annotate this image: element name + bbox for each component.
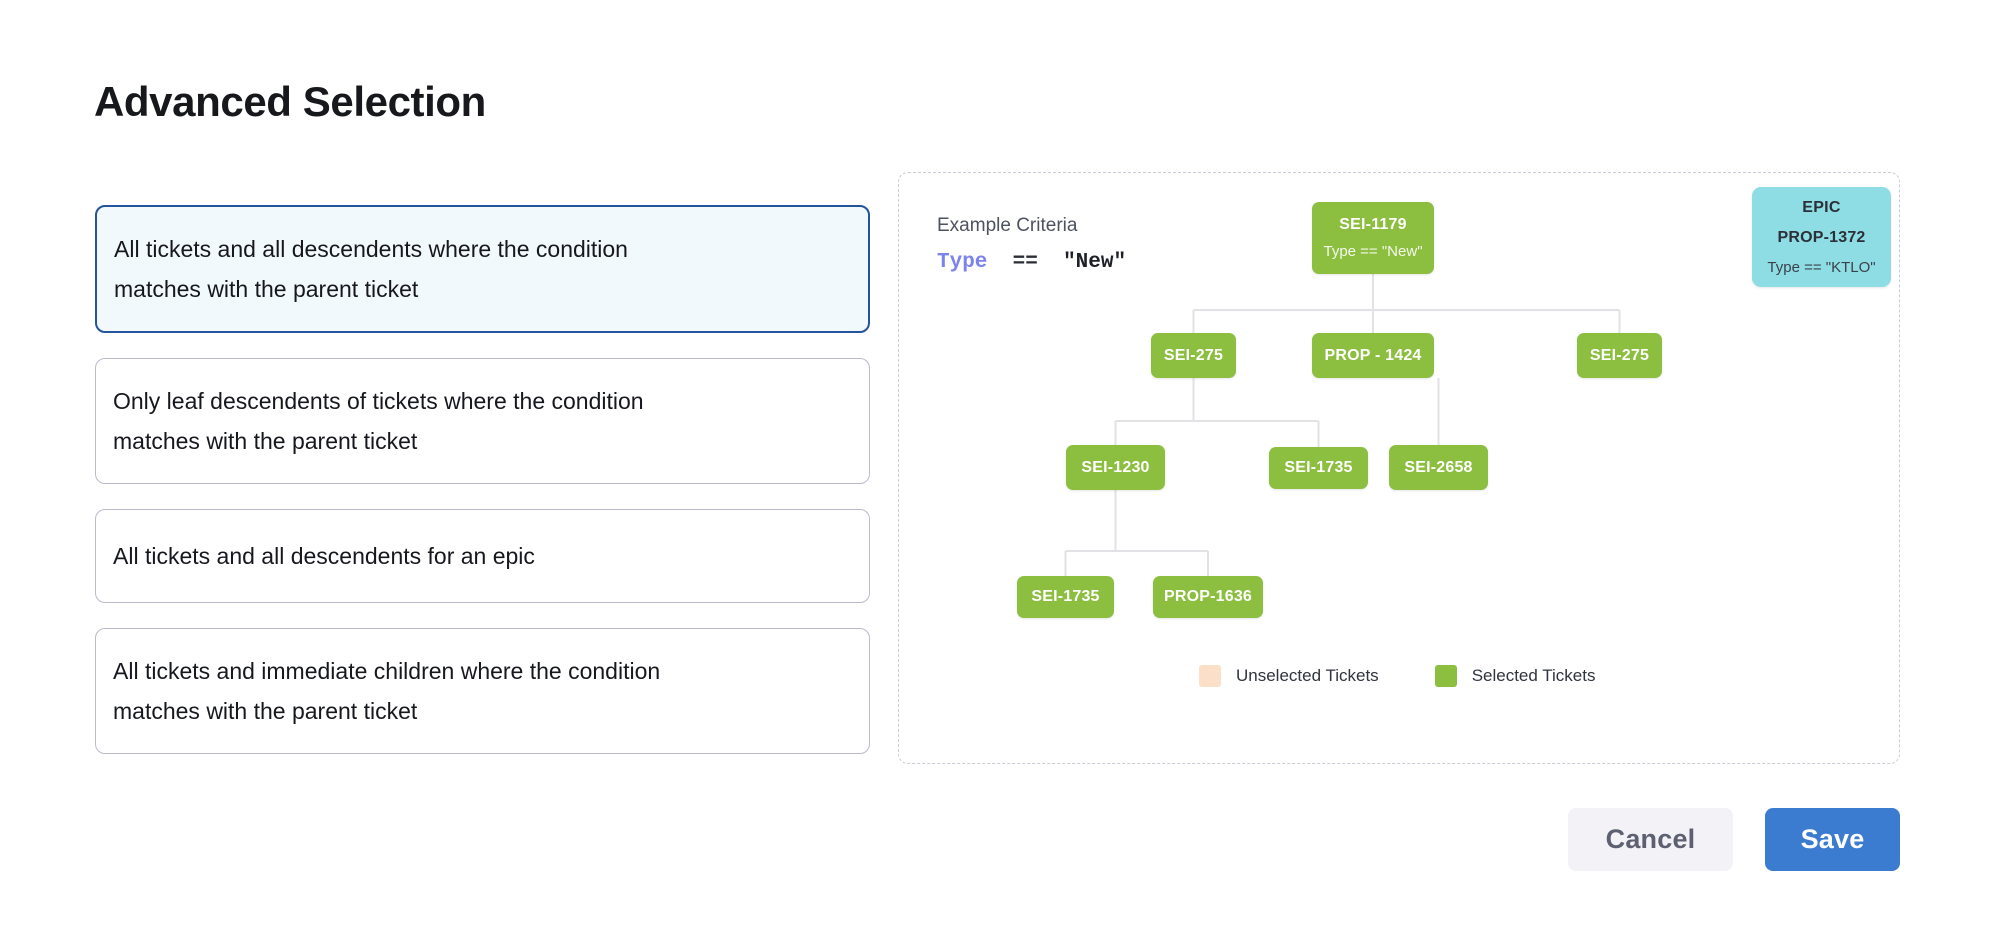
- option-label-3: All tickets and immediate children where…: [113, 658, 661, 724]
- tree-node-epic-prop-1372[interactable]: EPIC PROP-1372 Type == "KTLO": [1752, 187, 1891, 287]
- legend-item-selected: Selected Tickets: [1434, 665, 1596, 687]
- node-ticket-id: SEI-275: [1163, 346, 1224, 364]
- legend-label-unselected: Unselected Tickets: [1236, 666, 1379, 685]
- node-ticket-id: SEI-275: [1589, 346, 1650, 364]
- tree-node-sei-275-left[interactable]: SEI-275: [1151, 333, 1236, 378]
- option-label-0: All tickets and all descendents where th…: [114, 236, 628, 302]
- node-ticket-id: SEI-1179: [1339, 216, 1407, 233]
- node-ticket-id: PROP - 1424: [1324, 346, 1422, 364]
- criteria-operator: ==: [1012, 251, 1038, 274]
- node-kind-label: EPIC: [1802, 198, 1841, 216]
- criteria-title: Example Criteria: [937, 215, 1078, 236]
- tree-node-prop-1424[interactable]: PROP - 1424: [1312, 333, 1434, 378]
- node-ticket-id: SEI-1230: [1081, 458, 1150, 476]
- option-card-2[interactable]: All tickets and all descendents for an e…: [95, 509, 870, 603]
- diagram-legend: Unselected Tickets Selected Tickets: [1199, 665, 1595, 687]
- legend-item-unselected: Unselected Tickets: [1199, 665, 1379, 687]
- tree-node-sei-1230[interactable]: SEI-1230: [1066, 445, 1165, 490]
- option-label-1: Only leaf descendents of tickets where t…: [113, 388, 644, 454]
- option-card-1[interactable]: Only leaf descendents of tickets where t…: [95, 358, 870, 484]
- save-button[interactable]: Save: [1765, 808, 1900, 871]
- tree-connectors: [1064, 274, 1621, 576]
- tree-node-prop-1636[interactable]: PROP-1636: [1153, 576, 1263, 618]
- option-card-3[interactable]: All tickets and immediate children where…: [95, 628, 870, 754]
- node-condition: Type == "KTLO": [1767, 258, 1876, 276]
- option-card-0[interactable]: All tickets and all descendents where th…: [95, 205, 870, 333]
- criteria-value: "New": [1063, 251, 1127, 274]
- criteria-field: Type: [937, 251, 988, 274]
- tree-node-sei-1735-leaf[interactable]: SEI-1735: [1017, 576, 1114, 618]
- option-label-2: All tickets and all descendents for an e…: [113, 543, 535, 569]
- node-condition: Type == "New": [1323, 243, 1423, 260]
- tree-node-sei-2658[interactable]: SEI-2658: [1389, 445, 1488, 490]
- node-ticket-id: SEI-1735: [1031, 588, 1100, 605]
- legend-label-selected: Selected Tickets: [1471, 666, 1596, 685]
- criteria-expression: Type == "New": [937, 251, 1126, 274]
- ticket-tree: SEI-1179 Type == "New" EPIC PROP-1372 Ty…: [899, 173, 1901, 765]
- dialog-footer: Cancel Save: [0, 808, 1900, 871]
- node-ticket-id: SEI-1735: [1284, 459, 1353, 476]
- legend-swatch-unselected: [1199, 665, 1221, 687]
- page-title: Advanced Selection: [94, 78, 486, 126]
- example-diagram-panel: Example Criteria Type == "New": [898, 172, 1900, 764]
- tree-node-sei-1179[interactable]: SEI-1179 Type == "New": [1312, 202, 1434, 274]
- cancel-button[interactable]: Cancel: [1568, 808, 1733, 871]
- tree-node-sei-1735-mid[interactable]: SEI-1735: [1269, 447, 1368, 489]
- legend-swatch-selected: [1434, 665, 1457, 687]
- node-ticket-id: PROP-1372: [1777, 228, 1866, 246]
- selection-option-list: All tickets and all descendents where th…: [95, 205, 870, 779]
- node-ticket-id: SEI-2658: [1404, 458, 1473, 476]
- node-ticket-id: PROP-1636: [1163, 588, 1253, 605]
- tree-node-sei-275-right[interactable]: SEI-275: [1577, 333, 1662, 378]
